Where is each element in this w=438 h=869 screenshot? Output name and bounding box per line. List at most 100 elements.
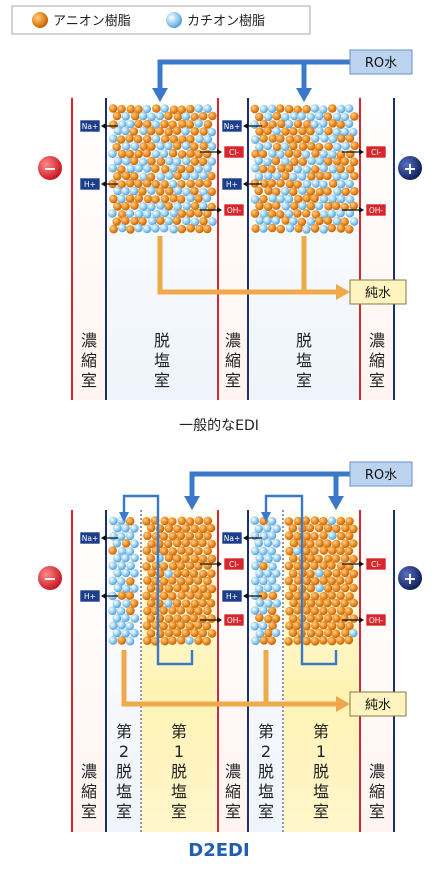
anion-resin-bead bbox=[293, 636, 302, 645]
cation-resin-bead bbox=[147, 186, 156, 195]
anion-resin-bead bbox=[181, 614, 191, 623]
ion-h: H+ bbox=[221, 177, 262, 191]
anion-resin-bead bbox=[310, 516, 320, 525]
anion-resin-bead bbox=[349, 554, 358, 564]
anion-resin-bead bbox=[117, 149, 127, 159]
anion-resin-bead bbox=[271, 156, 281, 166]
anion-resin-bead bbox=[331, 539, 341, 549]
anion-resin-bead bbox=[319, 591, 329, 601]
anion-resin-bead bbox=[336, 120, 346, 129]
anion-resin-bead bbox=[281, 216, 291, 225]
anion-resin-bead bbox=[294, 224, 304, 233]
anion-resin-bead bbox=[259, 194, 268, 204]
anion-resin-bead bbox=[306, 629, 316, 638]
cation-resin-bead bbox=[108, 576, 117, 586]
anion-resin-bead bbox=[264, 628, 273, 638]
anion-resin-bead bbox=[164, 202, 173, 211]
anion-resin-bead bbox=[199, 584, 208, 594]
cation-resin-bead bbox=[117, 546, 127, 556]
resin-bed-2 bbox=[250, 104, 359, 234]
cation-resin-bead bbox=[117, 620, 126, 630]
anion-resin-bead bbox=[198, 554, 208, 564]
chamber-label-char: 1 bbox=[174, 742, 184, 761]
anion-resin-bead bbox=[190, 186, 199, 196]
anion-resin-bead bbox=[302, 104, 311, 114]
anion-resin-bead bbox=[327, 223, 337, 233]
cation-resin-bead bbox=[108, 149, 117, 158]
anion-resin-bead bbox=[324, 142, 333, 151]
cation-resin-bead bbox=[254, 156, 263, 165]
down-arrow-icon bbox=[261, 512, 271, 522]
anion-resin-bead bbox=[288, 187, 298, 196]
anion-resin-bead bbox=[108, 104, 118, 113]
anion-resin-bead bbox=[206, 598, 216, 608]
cation-resin-bead bbox=[315, 156, 325, 166]
cation-resin-bead bbox=[310, 134, 320, 143]
cation-resin-bead bbox=[272, 539, 281, 548]
anion-resin-bead bbox=[176, 621, 186, 630]
anion-resin-bead bbox=[284, 163, 294, 173]
chamber-label-char: 塩 bbox=[258, 782, 274, 801]
cation-resin-bead bbox=[147, 112, 156, 122]
anion-resin-bead bbox=[306, 569, 315, 579]
anion-resin-bead bbox=[327, 606, 337, 616]
anion-resin-bead bbox=[314, 523, 324, 533]
cation-resin-bead bbox=[164, 216, 174, 226]
anion-resin-bead bbox=[155, 187, 165, 196]
anion-resin-bead bbox=[168, 517, 177, 526]
chamber-label-char: 室 bbox=[313, 802, 329, 821]
cation-resin-bead bbox=[250, 195, 260, 204]
anion-resin-bead bbox=[125, 178, 135, 188]
ion-label: Cl- bbox=[229, 148, 239, 157]
anion-resin-bead bbox=[301, 592, 311, 601]
anion-resin-bead bbox=[147, 539, 156, 549]
cation-resin-bead bbox=[251, 135, 260, 144]
anion-resin-bead bbox=[194, 606, 203, 616]
chamber-label-char: 脱 bbox=[154, 331, 170, 350]
cation-resin-bead bbox=[108, 636, 118, 645]
anion-resin-bead bbox=[268, 120, 277, 129]
anion-resin-bead bbox=[301, 516, 311, 525]
anion-resin-bead bbox=[349, 201, 359, 211]
legend-cation-label: カチオン樹脂 bbox=[187, 14, 265, 29]
anion-resin-bead bbox=[167, 591, 177, 601]
cation-resin-bead bbox=[272, 599, 282, 608]
pure-water-label-box bbox=[349, 279, 407, 305]
anion-resin-bead bbox=[198, 111, 208, 121]
anion-resin-bead bbox=[176, 531, 186, 540]
anion-resin-bead bbox=[319, 531, 328, 540]
cation-resin-bead bbox=[181, 171, 191, 181]
anion-resin-bead bbox=[332, 524, 341, 534]
anion-resin-bead bbox=[189, 142, 199, 151]
anion-resin-bead bbox=[340, 598, 349, 608]
cation-resin-bead bbox=[185, 636, 194, 645]
cation-resin-bead bbox=[297, 172, 307, 181]
ion-oh: OH- bbox=[342, 613, 387, 627]
anion-resin-bead bbox=[185, 531, 195, 541]
cation-resin-bead bbox=[301, 150, 311, 159]
arrow-icon bbox=[101, 123, 106, 129]
chamber-bg bbox=[72, 510, 106, 832]
chamber-label-char: 脱 bbox=[313, 762, 329, 781]
anion-resin-bead bbox=[203, 209, 212, 218]
anion-resin-bead bbox=[143, 606, 152, 616]
anion-resin-bead bbox=[177, 546, 186, 555]
anion-resin-bead bbox=[203, 561, 212, 570]
cation-resin-bead bbox=[169, 163, 178, 173]
cation-resin-bead bbox=[345, 208, 355, 218]
anion-resin-bead bbox=[327, 591, 337, 600]
anion-resin-bead bbox=[194, 208, 203, 218]
cation-resin-bead bbox=[134, 223, 143, 233]
anion-resin-bead bbox=[328, 546, 337, 555]
anion-resin-bead bbox=[130, 111, 140, 121]
anion-resin-bead bbox=[177, 179, 186, 189]
cation-resin-bead bbox=[298, 186, 307, 195]
anion-resin-bead bbox=[284, 517, 294, 526]
anion-resin-bead bbox=[198, 538, 207, 548]
anion-resin-bead bbox=[151, 164, 160, 173]
cation-resin-bead bbox=[169, 208, 179, 218]
cation-resin-bead bbox=[169, 224, 178, 234]
anion-resin-bead bbox=[323, 598, 332, 608]
anion-resin-bead bbox=[109, 224, 118, 234]
